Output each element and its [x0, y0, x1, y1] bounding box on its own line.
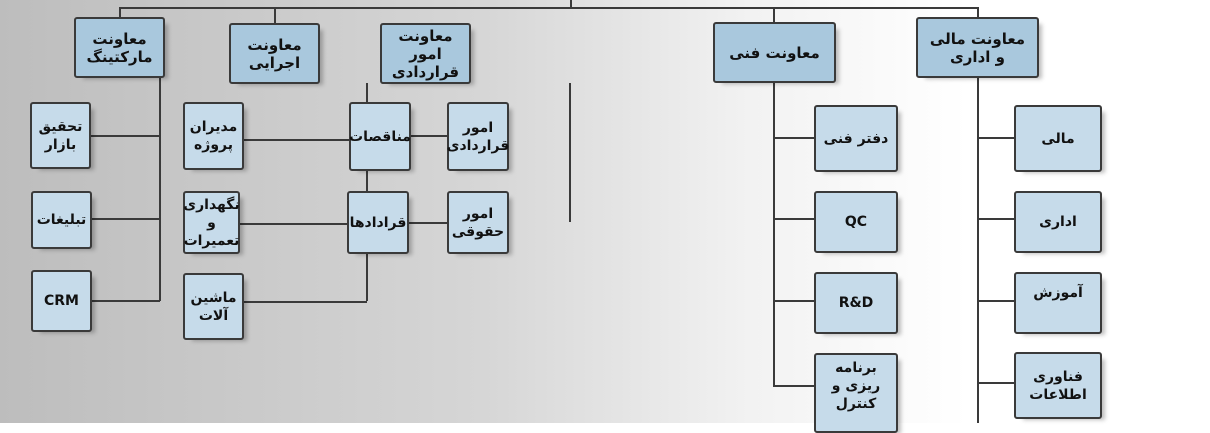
- unit-finance[interactable]: مالی: [1014, 105, 1102, 172]
- connector: [977, 382, 1014, 384]
- connector: [410, 135, 447, 137]
- connector: [977, 77, 979, 423]
- unit-rnd[interactable]: R&D: [814, 272, 898, 334]
- unit-maintenance[interactable]: نگهداری و تعمیرات: [183, 191, 240, 254]
- connector: [408, 222, 447, 224]
- connector: [977, 300, 1014, 302]
- dept-technical[interactable]: معاونت فنی: [713, 22, 836, 83]
- connector: [773, 385, 814, 387]
- unit-administrative[interactable]: اداری: [1014, 191, 1102, 253]
- connector: [91, 218, 160, 220]
- connector: [773, 82, 775, 387]
- connector: [239, 223, 367, 225]
- unit-contracts[interactable]: قرادادها: [347, 191, 409, 254]
- connector: [569, 83, 571, 222]
- unit-tenders[interactable]: مناقصات: [349, 102, 411, 171]
- connector: [90, 135, 160, 137]
- dept-executive[interactable]: معاونت اجرایی: [229, 23, 320, 84]
- connector: [977, 218, 1014, 220]
- connector: [91, 300, 160, 302]
- connector: [243, 301, 367, 303]
- connector: [119, 7, 979, 9]
- dept-marketing[interactable]: معاونت مارکتینگ: [74, 17, 165, 78]
- unit-it[interactable]: فناوری اطلاعات: [1014, 352, 1102, 419]
- connector: [773, 7, 775, 24]
- unit-project-managers[interactable]: مدیران پروژه: [183, 102, 244, 170]
- unit-planning-control[interactable]: برنامه ریزی و کنترل: [814, 353, 898, 433]
- unit-market-research[interactable]: تحقیق بازار: [30, 102, 91, 169]
- connector: [159, 77, 161, 301]
- connector: [977, 7, 979, 19]
- unit-training[interactable]: آموزش: [1014, 272, 1102, 334]
- connector: [570, 0, 572, 9]
- connector: [274, 7, 276, 25]
- unit-legal[interactable]: امور حقوقی: [447, 191, 509, 254]
- unit-advertising[interactable]: تبلیغات: [31, 191, 92, 249]
- connector: [773, 218, 814, 220]
- connector: [243, 139, 367, 141]
- connector: [773, 137, 814, 139]
- dept-contracts[interactable]: معاونت امور قراردادی: [380, 23, 471, 84]
- unit-contract-affairs[interactable]: امور قراردادی: [447, 102, 509, 171]
- connector: [977, 137, 1014, 139]
- connector: [119, 7, 121, 19]
- connector: [773, 300, 814, 302]
- unit-machinery[interactable]: ماشین آلات: [183, 273, 244, 340]
- dept-finance-admin[interactable]: معاونت مالی و اداری: [916, 17, 1039, 78]
- unit-crm[interactable]: CRM: [31, 270, 92, 332]
- unit-technical-office[interactable]: دفتر فنی: [814, 105, 898, 172]
- unit-qc[interactable]: QC: [814, 191, 898, 253]
